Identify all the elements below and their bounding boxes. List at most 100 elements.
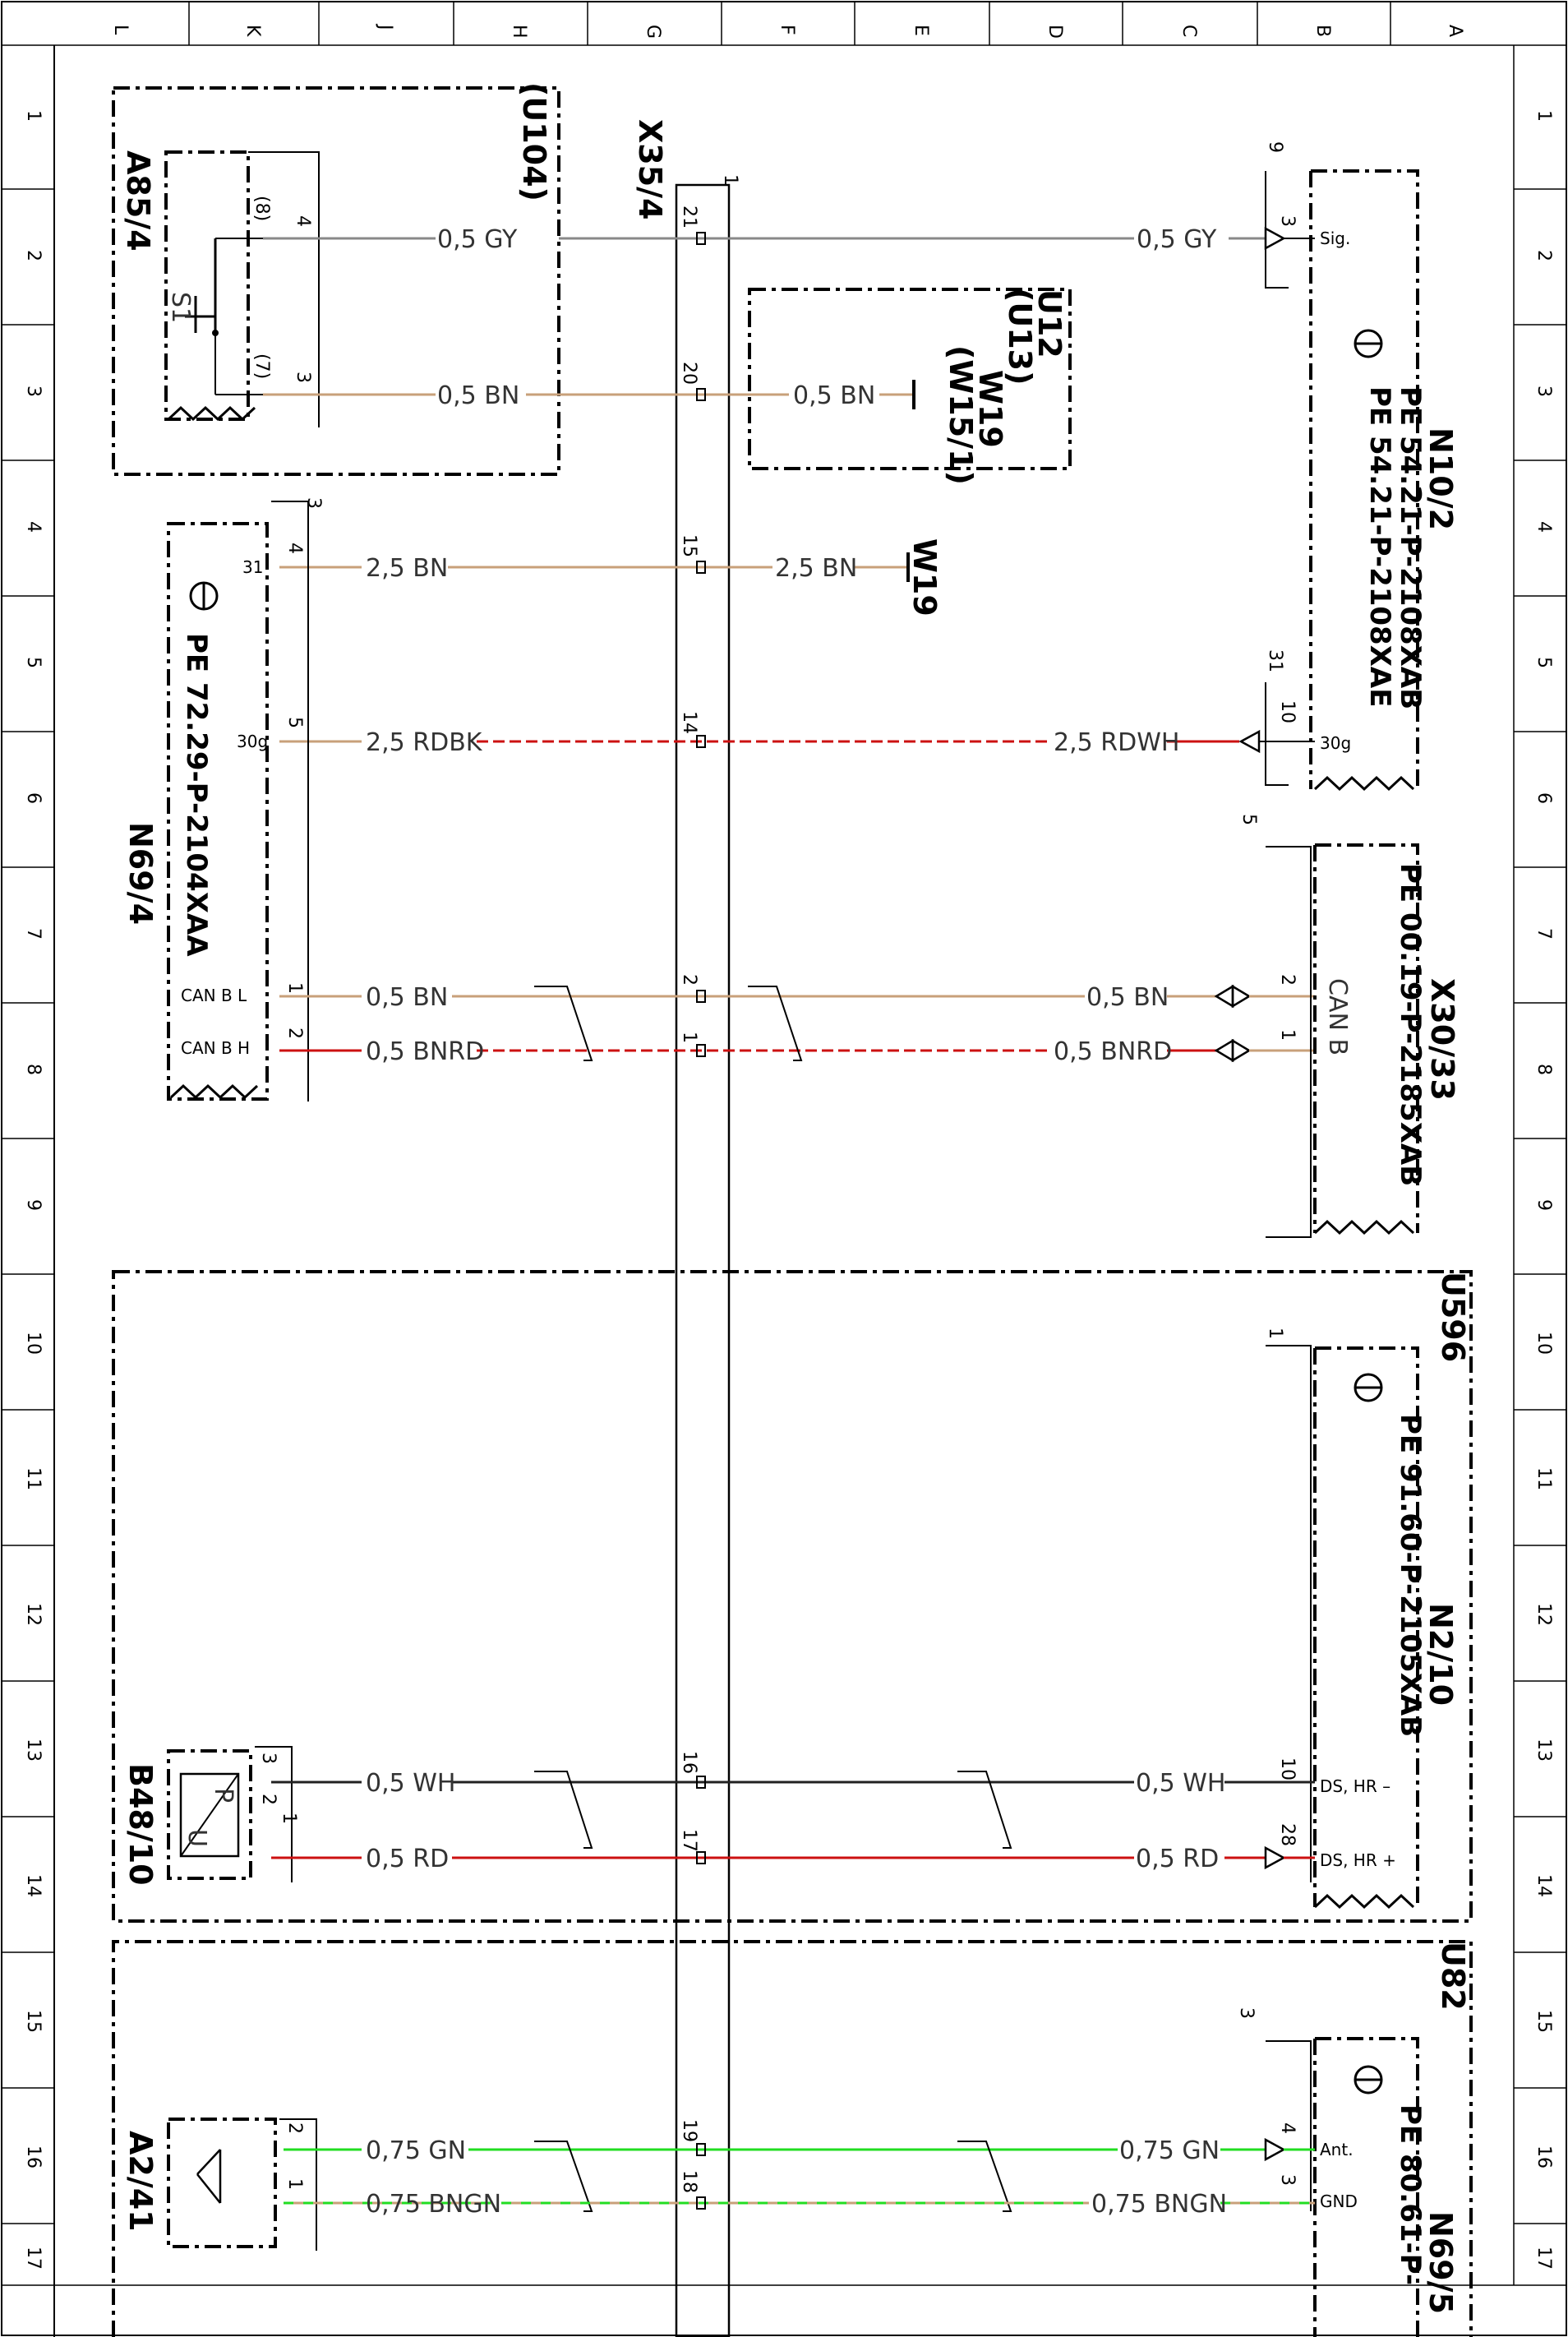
u104-label: (U104) — [516, 82, 552, 201]
row-label-12-right: 12 — [1533, 1603, 1554, 1626]
u13-label: (U13) — [1002, 288, 1038, 385]
col-label-g: G — [643, 25, 663, 39]
col-label-c: C — [1178, 25, 1199, 37]
n69-5-gnd-label: GND — [1320, 2192, 1358, 2211]
wire-label-can-bnrd-left: 0,5 BNRD — [366, 1037, 484, 1066]
x35-pin-2: 2 — [679, 974, 699, 986]
row-label-3-right: 3 — [1533, 386, 1554, 397]
n69-4-pin-2: 2 — [284, 1028, 305, 1039]
row-label-13-right: 13 — [1533, 1739, 1554, 1762]
n2-10-pin-28: 28 — [1277, 1823, 1298, 1846]
wire-bngn[interactable]: 0,75 BNGN 0,75 BNGN 18 — [284, 2170, 1315, 2219]
n2-10-pe: PE 91.60-P-2105XAB — [1394, 1414, 1427, 1737]
x35-pin-15: 15 — [679, 534, 699, 557]
n69-4-canh-label: CAN B H — [181, 1038, 250, 1058]
n69-5-group-3: 3 — [1236, 2007, 1257, 2019]
n69-4-31-label: 31 — [242, 557, 263, 577]
w15-1-label: (W15/1) — [943, 345, 979, 485]
row-label-5-left: 5 — [23, 657, 44, 668]
component-n2-10[interactable]: N2/10 PE 91.60-P-2105XAB 1 10 DS, HR – 2… — [1265, 1328, 1459, 1910]
row-label-6-right: 6 — [1533, 792, 1554, 804]
x30-33-pe: PE 00.19-P-2185XAB — [1394, 863, 1427, 1186]
x35-pin-17: 17 — [679, 1829, 699, 1852]
component-a2-41[interactable]: A2/41 2 1 — [122, 2118, 317, 2251]
wire-rdbk-rdwh[interactable]: 2,5 RDBK 2,5 RDWH 14 — [279, 711, 1315, 757]
wire-label-gy-right: 0,5 GY — [1137, 225, 1217, 254]
n69-4-group-3: 3 — [303, 497, 324, 509]
wire-gy[interactable]: 0,5 GY 0,5 GY 21 — [263, 206, 1315, 254]
wire-gn[interactable]: 0,75 GN 0,75 GN 19 — [284, 2119, 1315, 2212]
n69-4-label: N69/4 — [122, 822, 159, 925]
col-label-f: F — [777, 25, 797, 35]
row-label-17-right: 17 — [1533, 2247, 1554, 2270]
n10-2-group-9: 9 — [1265, 141, 1285, 153]
s1-label: S1 — [166, 292, 195, 323]
wire-label-can-bn-left: 0,5 BN — [366, 983, 448, 1012]
a2-41-pin-2: 2 — [284, 2122, 305, 2134]
wire-bn-w19[interactable]: 2,5 BN 2,5 BN W19 15 — [279, 534, 943, 617]
x30-33-canb-label: CAN B — [1323, 978, 1352, 1055]
x30-33-group-5: 5 — [1238, 814, 1259, 825]
region-u82[interactable]: U82 — [112, 1940, 1473, 2337]
component-n69-4[interactable]: N69/4 PE 72.29-P-2104XAA 3 4 31 5 30g 1 … — [122, 497, 324, 1102]
a2-41-pin-1: 1 — [284, 2178, 305, 2190]
component-x30-33[interactable]: X30/33 PE 00.19-P-2185XAB CAN B 5 2 1 — [1238, 814, 1460, 1238]
row-label-1-right: 1 — [1533, 110, 1554, 122]
row-label-15-right: 15 — [1533, 2010, 1554, 2033]
component-n69-5[interactable]: N69/5 PE 80.61-P- 3 4 Ant. 3 GND — [1236, 2007, 1459, 2337]
n10-2-label: N10/2 — [1423, 427, 1459, 530]
row-label-16-left: 16 — [23, 2145, 44, 2168]
col-label-k: K — [242, 25, 263, 37]
wire-label-bngn-left: 0,75 BNGN — [366, 2190, 501, 2219]
row-label-14-left: 14 — [23, 1874, 44, 1897]
wire-label-rdbk: 2,5 RDBK — [366, 728, 483, 757]
n10-2-pe-2: PE 54.21-P-2108XAE — [1363, 386, 1396, 707]
n10-2-30g-label: 30g — [1320, 733, 1351, 753]
a85-4-label: A85/4 — [120, 150, 156, 252]
wire-label-wh-right: 0,5 WH — [1136, 1769, 1225, 1798]
wire-can-bn[interactable]: 0,5 BN 0,5 BN 2 — [279, 974, 1315, 1012]
row-label-13-left: 13 — [23, 1739, 44, 1762]
wire-label-bn-w19: 2,5 BN — [775, 554, 857, 583]
wire-bn-row3[interactable]: 0,5 BN 0,5 BN 20 — [263, 362, 915, 410]
n69-4-canl-label: CAN B L — [181, 986, 247, 1005]
x35-pin-14: 14 — [679, 711, 699, 734]
row-label-6-left: 6 — [23, 792, 44, 804]
col-label-a: A — [1445, 25, 1465, 37]
n69-5-ant-label: Ant. — [1320, 2140, 1354, 2159]
wire-wh[interactable]: 0,5 WH 0,5 WH 16 — [271, 1751, 1315, 1849]
u82-label: U82 — [1435, 1942, 1471, 2011]
wire-label-gn-left: 0,75 GN — [366, 2136, 466, 2165]
row-label-17-left: 17 — [23, 2247, 44, 2270]
wire-label-rd-right: 0,5 RD — [1136, 1845, 1219, 1873]
region-u596[interactable]: U596 — [112, 1270, 1473, 1923]
component-n10-2[interactable]: N10/2 PE 54.21-P-2108XAB PE 54.21-P-2108… — [1265, 141, 1459, 792]
row-label-11-left: 11 — [23, 1467, 44, 1490]
col-label-j: J — [375, 23, 395, 30]
row-label-7-left: 7 — [23, 928, 44, 940]
a85-pin-8: (8) — [251, 196, 272, 221]
b48-sym-p: P — [209, 1788, 238, 1803]
component-u12[interactable]: U12 (U13) W19 (W15/1) — [748, 288, 1072, 485]
wire-label-gn-right: 0,75 GN — [1119, 2136, 1220, 2165]
connector-x35-4[interactable]: X35/4 1 — [632, 119, 740, 2337]
row-label-4-left: 4 — [23, 521, 44, 533]
component-b48-10[interactable]: P U B48/10 3 2 1 — [122, 1746, 299, 1886]
wire-label-bn-a85: 0,5 BN — [437, 381, 519, 410]
col-label-d: D — [1045, 25, 1065, 39]
component-a85-4[interactable]: A85/4 (U104) S1 4 (8) 3 (7) — [112, 82, 560, 476]
n69-5-label: N69/5 — [1423, 2211, 1459, 2314]
row-label-2-right: 2 — [1533, 250, 1554, 261]
row-label-5-right: 5 — [1533, 657, 1554, 668]
x35-pin-19: 19 — [679, 2119, 699, 2142]
x35-pin-1: 1 — [679, 1032, 699, 1043]
row-label-15-left: 15 — [23, 2010, 44, 2033]
wire-can-bnrd[interactable]: 0,5 BNRD 0,5 BNRD 1 — [279, 986, 1315, 1066]
n69-4-30g-label: 30g — [237, 732, 268, 751]
x30-33-pin-2: 2 — [1277, 974, 1298, 986]
col-label-h: H — [509, 25, 529, 39]
a85-pin-7: (7) — [251, 353, 272, 379]
wire-rd[interactable]: 0,5 RD 0,5 RD 17 — [271, 1829, 1315, 1873]
row-label-10-left: 10 — [23, 1332, 44, 1355]
x30-33-pin-1: 1 — [1277, 1029, 1298, 1041]
